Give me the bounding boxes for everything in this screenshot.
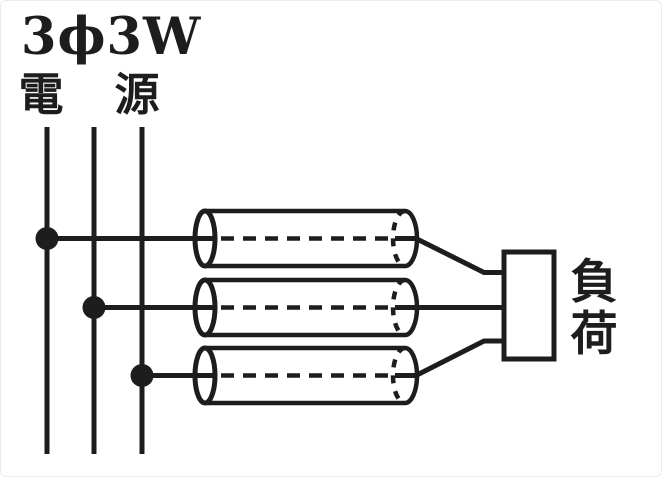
junction-dot-2 <box>82 296 106 319</box>
source-label-char-1: 電 <box>18 68 63 121</box>
load-wire-3 <box>395 338 504 378</box>
conduit-3-body <box>205 345 420 406</box>
conduit-3-front-rim <box>192 345 218 406</box>
load-wire-1 <box>395 236 504 275</box>
source-label-char-2: 源 <box>114 68 159 121</box>
conduits <box>192 208 420 406</box>
conduit-2-front-rim <box>192 277 218 338</box>
conduit-1-back-rim <box>390 208 406 269</box>
conduit-2-back-rim <box>390 277 406 338</box>
load-box <box>501 249 557 362</box>
conduit-2 <box>192 277 420 338</box>
junction-dot-3 <box>130 364 154 387</box>
conduit-3-back-rim <box>390 345 406 406</box>
conduit-1 <box>192 208 420 269</box>
conduit-2-body <box>205 277 420 338</box>
junction-dot-1 <box>35 227 59 250</box>
conduit-3 <box>192 345 420 406</box>
conduit-1-body <box>205 208 420 269</box>
system-title: 3ϕ3W <box>21 7 201 67</box>
load-label-char-2: 荷 <box>571 307 618 362</box>
conduit-1-front-rim <box>192 208 218 269</box>
wiring-lines <box>44 127 557 454</box>
junction-dots <box>35 227 154 387</box>
labels: 3ϕ3W 電 源 負 荷 <box>18 7 617 362</box>
load-label-char-1: 負 <box>571 255 618 310</box>
